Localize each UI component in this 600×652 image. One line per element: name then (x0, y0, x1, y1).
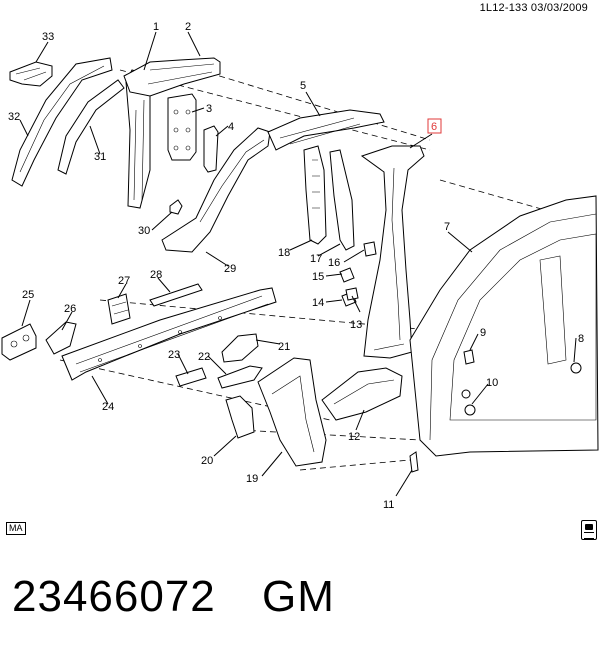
part-29-lower-pillar (161, 127, 271, 253)
callout-28: 28 (150, 269, 162, 281)
part-22-bracket (217, 365, 263, 389)
part-15-clip (339, 267, 355, 283)
info-icon (581, 520, 597, 540)
callout-33: 33 (42, 31, 54, 43)
callout-18: 18 (278, 247, 290, 259)
part-8-plug (570, 362, 582, 374)
callout-13: 13 (350, 319, 362, 331)
part-12-bracket (321, 367, 403, 421)
part-7-body-side (409, 195, 599, 457)
part-24-rocker (61, 287, 277, 381)
part-13-plate (345, 287, 359, 301)
part-32-front-pillar (11, 57, 113, 187)
callout-14: 14 (312, 297, 324, 309)
part-9-clip (463, 349, 475, 365)
part-23-bracket (175, 367, 207, 387)
callout-23: 23 (168, 349, 180, 361)
callout-10: 10 (486, 377, 498, 389)
part-20-bracket (225, 395, 255, 439)
callout-29: 29 (224, 263, 236, 275)
callout-27: 27 (118, 275, 130, 287)
callout-6-box (427, 118, 442, 134)
part-31-inner-pillar (57, 79, 125, 175)
callout-20: 20 (201, 455, 213, 467)
callout-6: 6 (431, 121, 437, 133)
callout-26: 26 (64, 303, 76, 315)
part-5-roof-rail (267, 109, 385, 151)
callout-21: 21 (278, 341, 290, 353)
callout-2: 2 (185, 21, 191, 33)
ma-label: MA (6, 522, 26, 535)
callout-16: 16 (328, 257, 340, 269)
part-number: 23466072 (12, 572, 216, 621)
callout-32: 32 (8, 111, 20, 123)
callout-24: 24 (102, 401, 114, 413)
diagram-reference: 1L12-133 03/03/2009 (479, 2, 588, 14)
part-28-strip (149, 283, 203, 307)
callout-31: 31 (94, 151, 106, 163)
part-19-lower-body (257, 357, 327, 467)
part-16-bracket (363, 241, 377, 257)
part-18-reinforcement (303, 145, 327, 245)
part-6-center-pillar (360, 145, 425, 359)
callouts: 33 1 2 3 4 5 6 7 8 9 10 11 12 13 14 15 1… (8, 21, 584, 511)
part-2-roof-rail (123, 57, 221, 97)
part-33-bracket (9, 61, 53, 87)
callout-17: 17 (310, 253, 322, 265)
callout-5: 5 (300, 80, 306, 92)
part-11-clip (409, 451, 419, 473)
callout-7: 7 (444, 221, 450, 233)
part-3-reinforcement (167, 93, 197, 161)
brand-name: GM (262, 572, 335, 621)
callout-8: 8 (578, 333, 584, 345)
callout-9: 9 (480, 327, 486, 339)
callout-22: 22 (198, 351, 210, 363)
part-26-plate (45, 321, 77, 355)
callout-1: 1 (153, 21, 159, 33)
leader-lines (19, 31, 577, 497)
part-4-bracket (203, 125, 219, 173)
callout-3: 3 (206, 103, 212, 115)
callout-19: 19 (246, 473, 258, 485)
part-30-clip (169, 199, 183, 215)
part-17-reinforcement (329, 149, 355, 251)
callout-15: 15 (312, 271, 324, 283)
callout-25: 25 (22, 289, 34, 301)
part-27-bracket (107, 293, 131, 325)
callout-11: 11 (383, 499, 394, 511)
callout-12: 12 (348, 431, 360, 443)
exploded-parts-diagram: 33 1 2 3 4 5 6 7 8 9 10 11 12 13 14 15 1… (1, 21, 599, 511)
callout-4: 4 (228, 121, 234, 133)
part-21-bracket (221, 333, 259, 363)
part-25-bracket (1, 323, 37, 361)
part-10-plugs (461, 389, 476, 416)
callout-30: 30 (138, 225, 150, 237)
